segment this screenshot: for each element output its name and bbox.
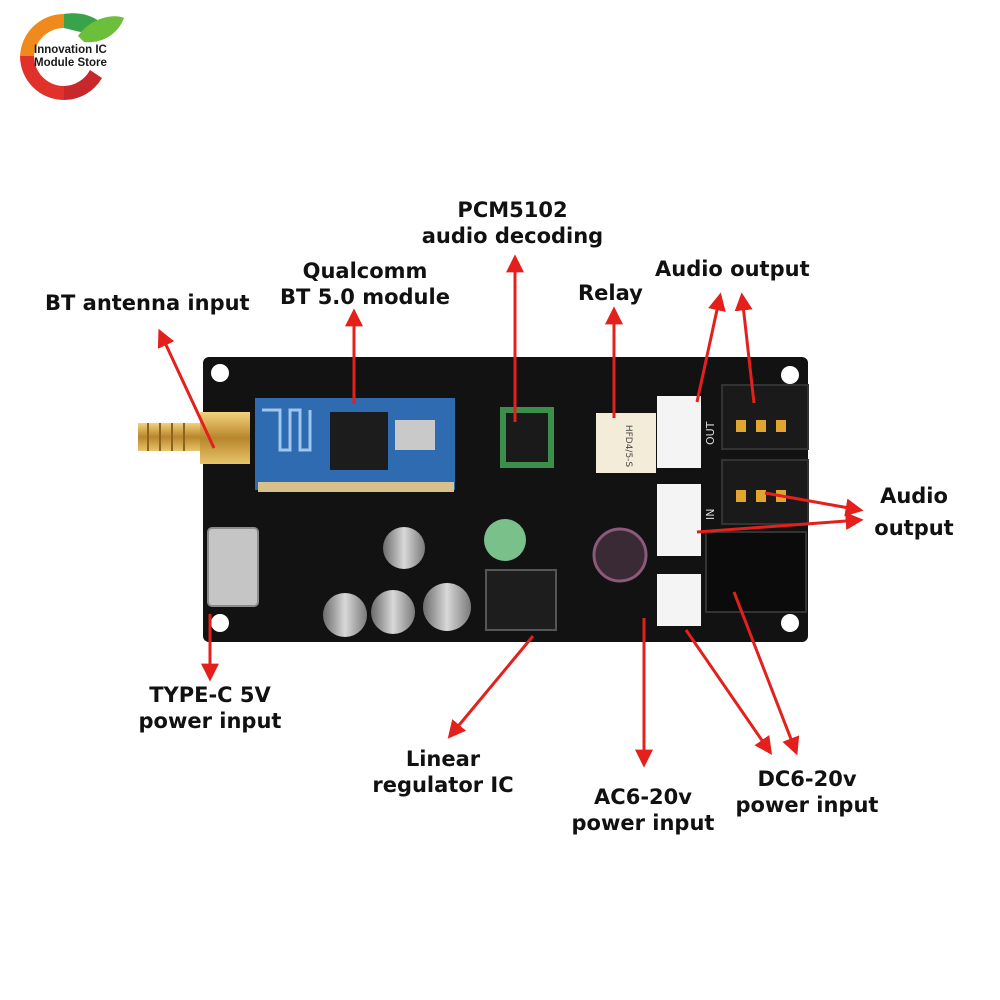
label-ac-line2: power input [571, 811, 715, 835]
store-logo-text: Innovation IC Module Store [34, 44, 107, 70]
capacitor [371, 590, 415, 634]
mount-hole [781, 366, 799, 384]
label-ac-power: AC6-20v power input [568, 784, 718, 836]
mount-hole [211, 364, 229, 382]
label-typec: TYPE-C 5V power input [130, 682, 290, 734]
mount-hole [211, 614, 229, 632]
label-pcm5102: PCM5102 audio decoding [405, 197, 620, 249]
callout-arrows [157, 254, 864, 768]
svg-text:HFD4/5-S: HFD4/5-S [623, 425, 633, 468]
linear-regulator [485, 569, 557, 631]
usb-c-port [207, 527, 259, 607]
mount-hole [781, 614, 799, 632]
audio-jack-2 [721, 459, 809, 525]
label-relay: Relay [578, 281, 643, 305]
logo-line-1: Innovation IC [34, 44, 107, 56]
label-audio-output-top: Audio output [655, 257, 810, 281]
sma-antenna-connector [138, 412, 250, 464]
label-typec-line2: power input [138, 709, 282, 733]
label-qualcomm: Qualcomm BT 5.0 module [280, 258, 450, 310]
capacitor [423, 583, 471, 631]
audio-jack-1 [721, 384, 809, 450]
silk-in: IN [704, 509, 717, 520]
capacitor [323, 593, 367, 637]
capacitor [484, 519, 526, 561]
label-dc-line2: power input [735, 793, 879, 817]
pcm5102-chip [500, 407, 554, 468]
label-qualcomm-line2: BT 5.0 module [280, 285, 450, 309]
label-ac-line1: AC6-20v [594, 785, 692, 809]
relay-component: HFD4/5-S [596, 413, 656, 473]
capacitor [592, 527, 648, 583]
capacitor [383, 527, 425, 569]
label-typec-line1: TYPE-C 5V [149, 683, 271, 707]
label-audio-right-line2: output [874, 516, 954, 540]
label-qualcomm-line1: Qualcomm [302, 259, 428, 283]
label-dc-power: DC6-20v power input [732, 766, 882, 818]
label-bt-antenna: BT antenna input [45, 291, 250, 315]
label-dc-line1: DC6-20v [757, 767, 857, 791]
connector-ac [657, 574, 701, 626]
bluetooth-module [255, 398, 455, 492]
label-pcm-line2: audio decoding [421, 224, 604, 248]
silk-out: OUT [704, 421, 717, 445]
logo-line-2: Module Store [34, 57, 107, 69]
connector-out [657, 396, 701, 468]
label-audio-output-right: Audio output [858, 483, 970, 541]
label-linear-line2: regulator IC [372, 773, 514, 797]
label-audio-right-line1: Audio [880, 484, 948, 508]
connector-in [657, 484, 701, 556]
label-pcm-line1: PCM5102 [457, 198, 568, 222]
store-logo [6, 6, 126, 106]
label-linear-line1: Linear [405, 747, 481, 771]
dc-barrel-jack [705, 531, 807, 613]
label-linear-regulator: Linear regulator IC [368, 746, 518, 798]
